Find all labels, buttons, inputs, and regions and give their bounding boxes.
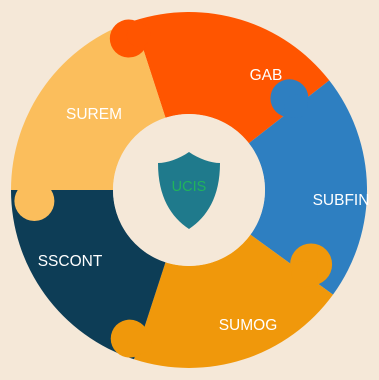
segment-subfin [248, 80, 368, 295]
segment-surem [11, 20, 166, 190]
segment-label-sscont: SSCONT [38, 253, 103, 270]
puzzle-neck-sumog [127, 330, 152, 354]
puzzle-neck-gab [126, 23, 151, 47]
center-label: UCIS [172, 179, 207, 195]
segment-label-sumog: SUMOG [219, 317, 278, 334]
segment-label-gab: GAB [250, 67, 283, 84]
ring-labels: GAB SUBFIN SUMOG SSCONT SUREM [38, 67, 370, 334]
puzzle-neck-subfin [284, 94, 308, 119]
ring-segments [11, 12, 368, 368]
segment-sscont [11, 190, 166, 360]
shield-shape [158, 152, 220, 229]
segment-label-surem: SUREM [66, 106, 122, 123]
puzzle-neck-surem [21, 177, 47, 203]
segment-label-subfin: SUBFIN [313, 192, 370, 209]
segment-sumog [133, 234, 334, 368]
puzzle-neck-sumog [291, 261, 318, 288]
shield-icon [158, 152, 220, 229]
